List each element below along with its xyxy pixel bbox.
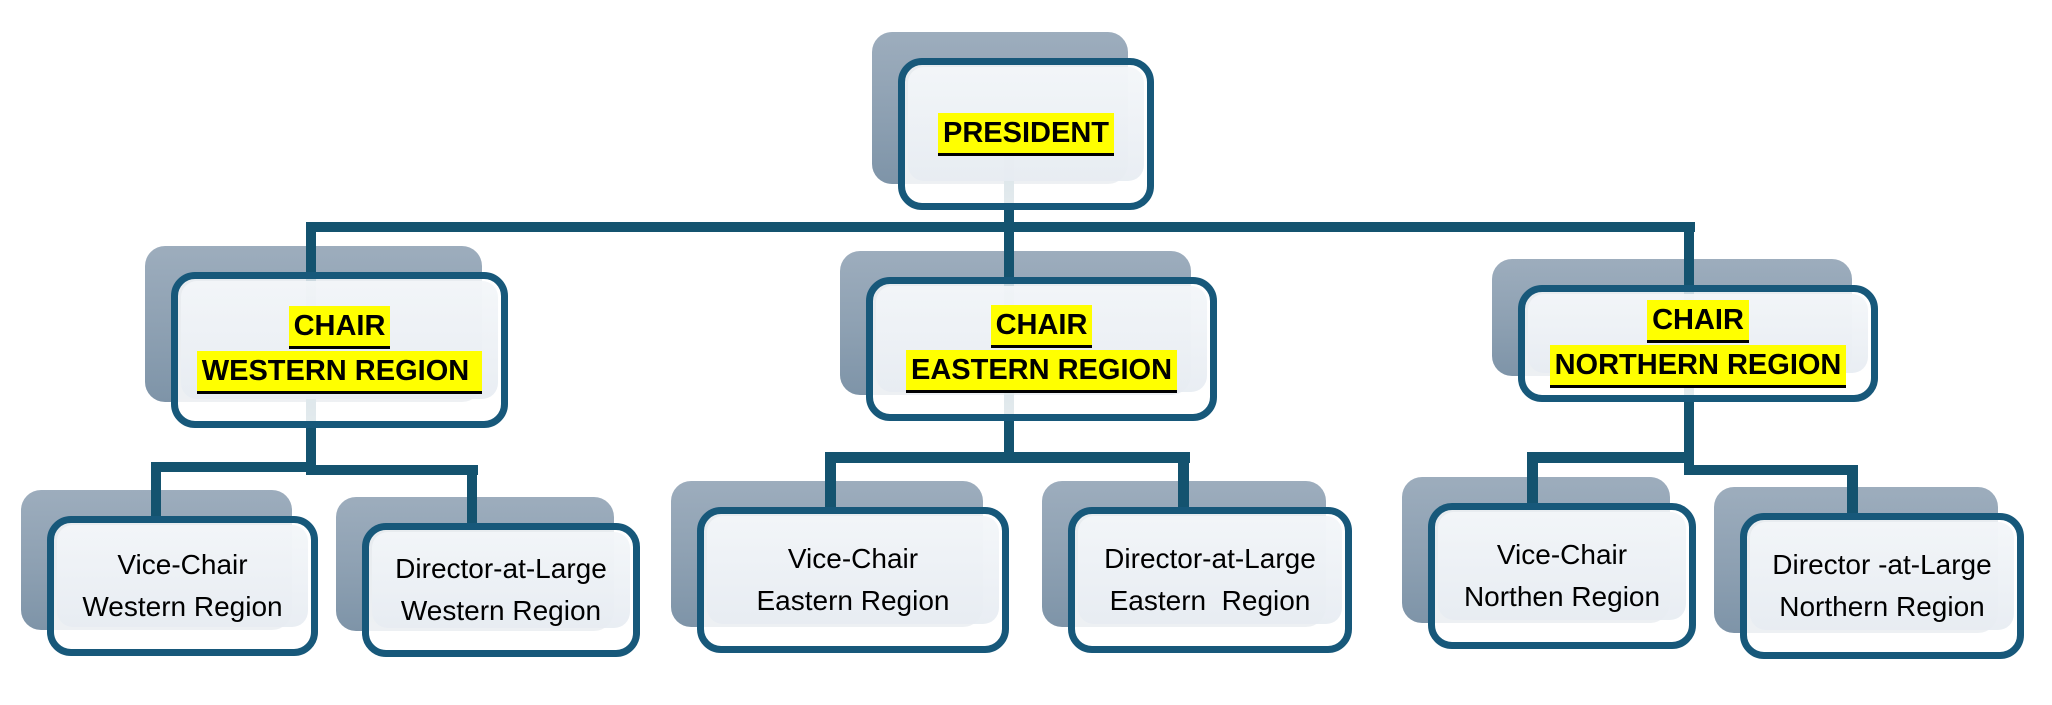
connector-northern-left-drop bbox=[1527, 452, 1538, 509]
vice-chair-eastern-line1: Vice-Chair bbox=[787, 543, 919, 574]
node-president-box: PRESIDENT bbox=[898, 58, 1154, 210]
node-chair-western-text: CHAIR WESTERN REGION bbox=[178, 279, 501, 421]
vice-chair-northern-line1: Vice-Chair bbox=[1496, 539, 1628, 570]
director-northern-line2: Northern Region bbox=[1779, 591, 1985, 622]
connector-western-children-h-right bbox=[306, 465, 478, 475]
node-chair-western: CHAIR WESTERN REGION bbox=[145, 246, 508, 428]
node-chair-northern-box: CHAIR NORTHERN REGION bbox=[1518, 285, 1878, 402]
chair-western-title-line2: WESTERN REGION bbox=[196, 351, 483, 394]
chair-eastern-title-line2: EASTERN REGION bbox=[905, 350, 1178, 393]
node-vice-chair-northern-text: Vice-Chair Northen Region bbox=[1435, 510, 1689, 642]
node-president-text: PRESIDENT bbox=[905, 65, 1147, 203]
connector-main-horizontal bbox=[306, 222, 1695, 232]
node-director-western: Director-at-Large Western Region bbox=[336, 497, 640, 657]
node-chair-northern: CHAIR NORTHERN REGION bbox=[1492, 259, 1878, 402]
node-chair-western-box: CHAIR WESTERN REGION bbox=[171, 272, 508, 428]
node-vice-chair-eastern: Vice-Chair Eastern Region bbox=[671, 481, 1009, 653]
chair-western-title-line1: CHAIR bbox=[288, 306, 391, 349]
vice-chair-eastern-line2: Eastern Region bbox=[756, 585, 950, 616]
node-vice-chair-western: Vice-Chair Western Region bbox=[21, 490, 318, 656]
node-president: PRESIDENT bbox=[872, 32, 1154, 210]
connector-western-children-h-left bbox=[151, 462, 316, 472]
director-northern-line1: Director -at-Large bbox=[1772, 549, 1992, 580]
chair-eastern-title-line1: CHAIR bbox=[990, 305, 1093, 348]
node-director-northern-text: Director -at-Large Northern Region bbox=[1747, 520, 2017, 652]
node-director-eastern-box: Director-at-Large Eastern Region bbox=[1068, 507, 1352, 653]
node-vice-chair-western-text: Vice-Chair Western Region bbox=[54, 523, 311, 649]
node-director-eastern: Director-at-Large Eastern Region bbox=[1042, 481, 1352, 653]
president-label: PRESIDENT bbox=[938, 112, 1114, 156]
connector-eastern-right-drop bbox=[1178, 452, 1189, 513]
connector-eastern-left-drop bbox=[825, 452, 836, 513]
node-vice-chair-northern: Vice-Chair Northen Region bbox=[1402, 477, 1696, 649]
node-vice-chair-eastern-text: Vice-Chair Eastern Region bbox=[704, 514, 1002, 646]
node-director-northern-box: Director -at-Large Northern Region bbox=[1740, 513, 2024, 659]
node-director-western-box: Director-at-Large Western Region bbox=[362, 523, 640, 657]
vice-chair-northern-line2: Northen Region bbox=[1463, 581, 1661, 612]
node-vice-chair-eastern-box: Vice-Chair Eastern Region bbox=[697, 507, 1009, 653]
chair-northern-title-line2: NORTHERN REGION bbox=[1549, 344, 1847, 388]
node-director-northern: Director -at-Large Northern Region bbox=[1714, 487, 2024, 659]
vice-chair-western-line1: Vice-Chair bbox=[117, 549, 248, 580]
connector-eastern-children-h bbox=[825, 452, 1190, 463]
node-chair-eastern-text: CHAIR EASTERN REGION bbox=[873, 284, 1210, 414]
connector-western-right-drop bbox=[467, 465, 477, 529]
node-chair-eastern-box: CHAIR EASTERN REGION bbox=[866, 277, 1217, 421]
director-western-line1: Director-at-Large bbox=[395, 553, 607, 584]
connector-western-left-drop bbox=[151, 462, 161, 522]
node-director-eastern-text: Director-at-Large Eastern Region bbox=[1075, 514, 1345, 646]
connector-northern-right-drop bbox=[1847, 465, 1858, 519]
director-eastern-line2: Eastern Region bbox=[1109, 585, 1311, 616]
vice-chair-western-line2: Western Region bbox=[82, 591, 283, 622]
chair-northern-title-line1: CHAIR bbox=[1647, 299, 1749, 343]
director-western-line2: Western Region bbox=[400, 595, 602, 626]
node-vice-chair-northern-box: Vice-Chair Northen Region bbox=[1428, 503, 1696, 649]
director-eastern-line1: Director-at-Large bbox=[1104, 543, 1316, 574]
connector-northern-children-h-left bbox=[1527, 452, 1694, 463]
node-chair-eastern: CHAIR EASTERN REGION bbox=[840, 251, 1217, 421]
node-director-western-text: Director-at-Large Western Region bbox=[369, 530, 633, 650]
node-chair-northern-text: CHAIR NORTHERN REGION bbox=[1525, 292, 1871, 395]
node-vice-chair-western-box: Vice-Chair Western Region bbox=[47, 516, 318, 656]
connector-northern-children-h-right bbox=[1684, 465, 1858, 475]
